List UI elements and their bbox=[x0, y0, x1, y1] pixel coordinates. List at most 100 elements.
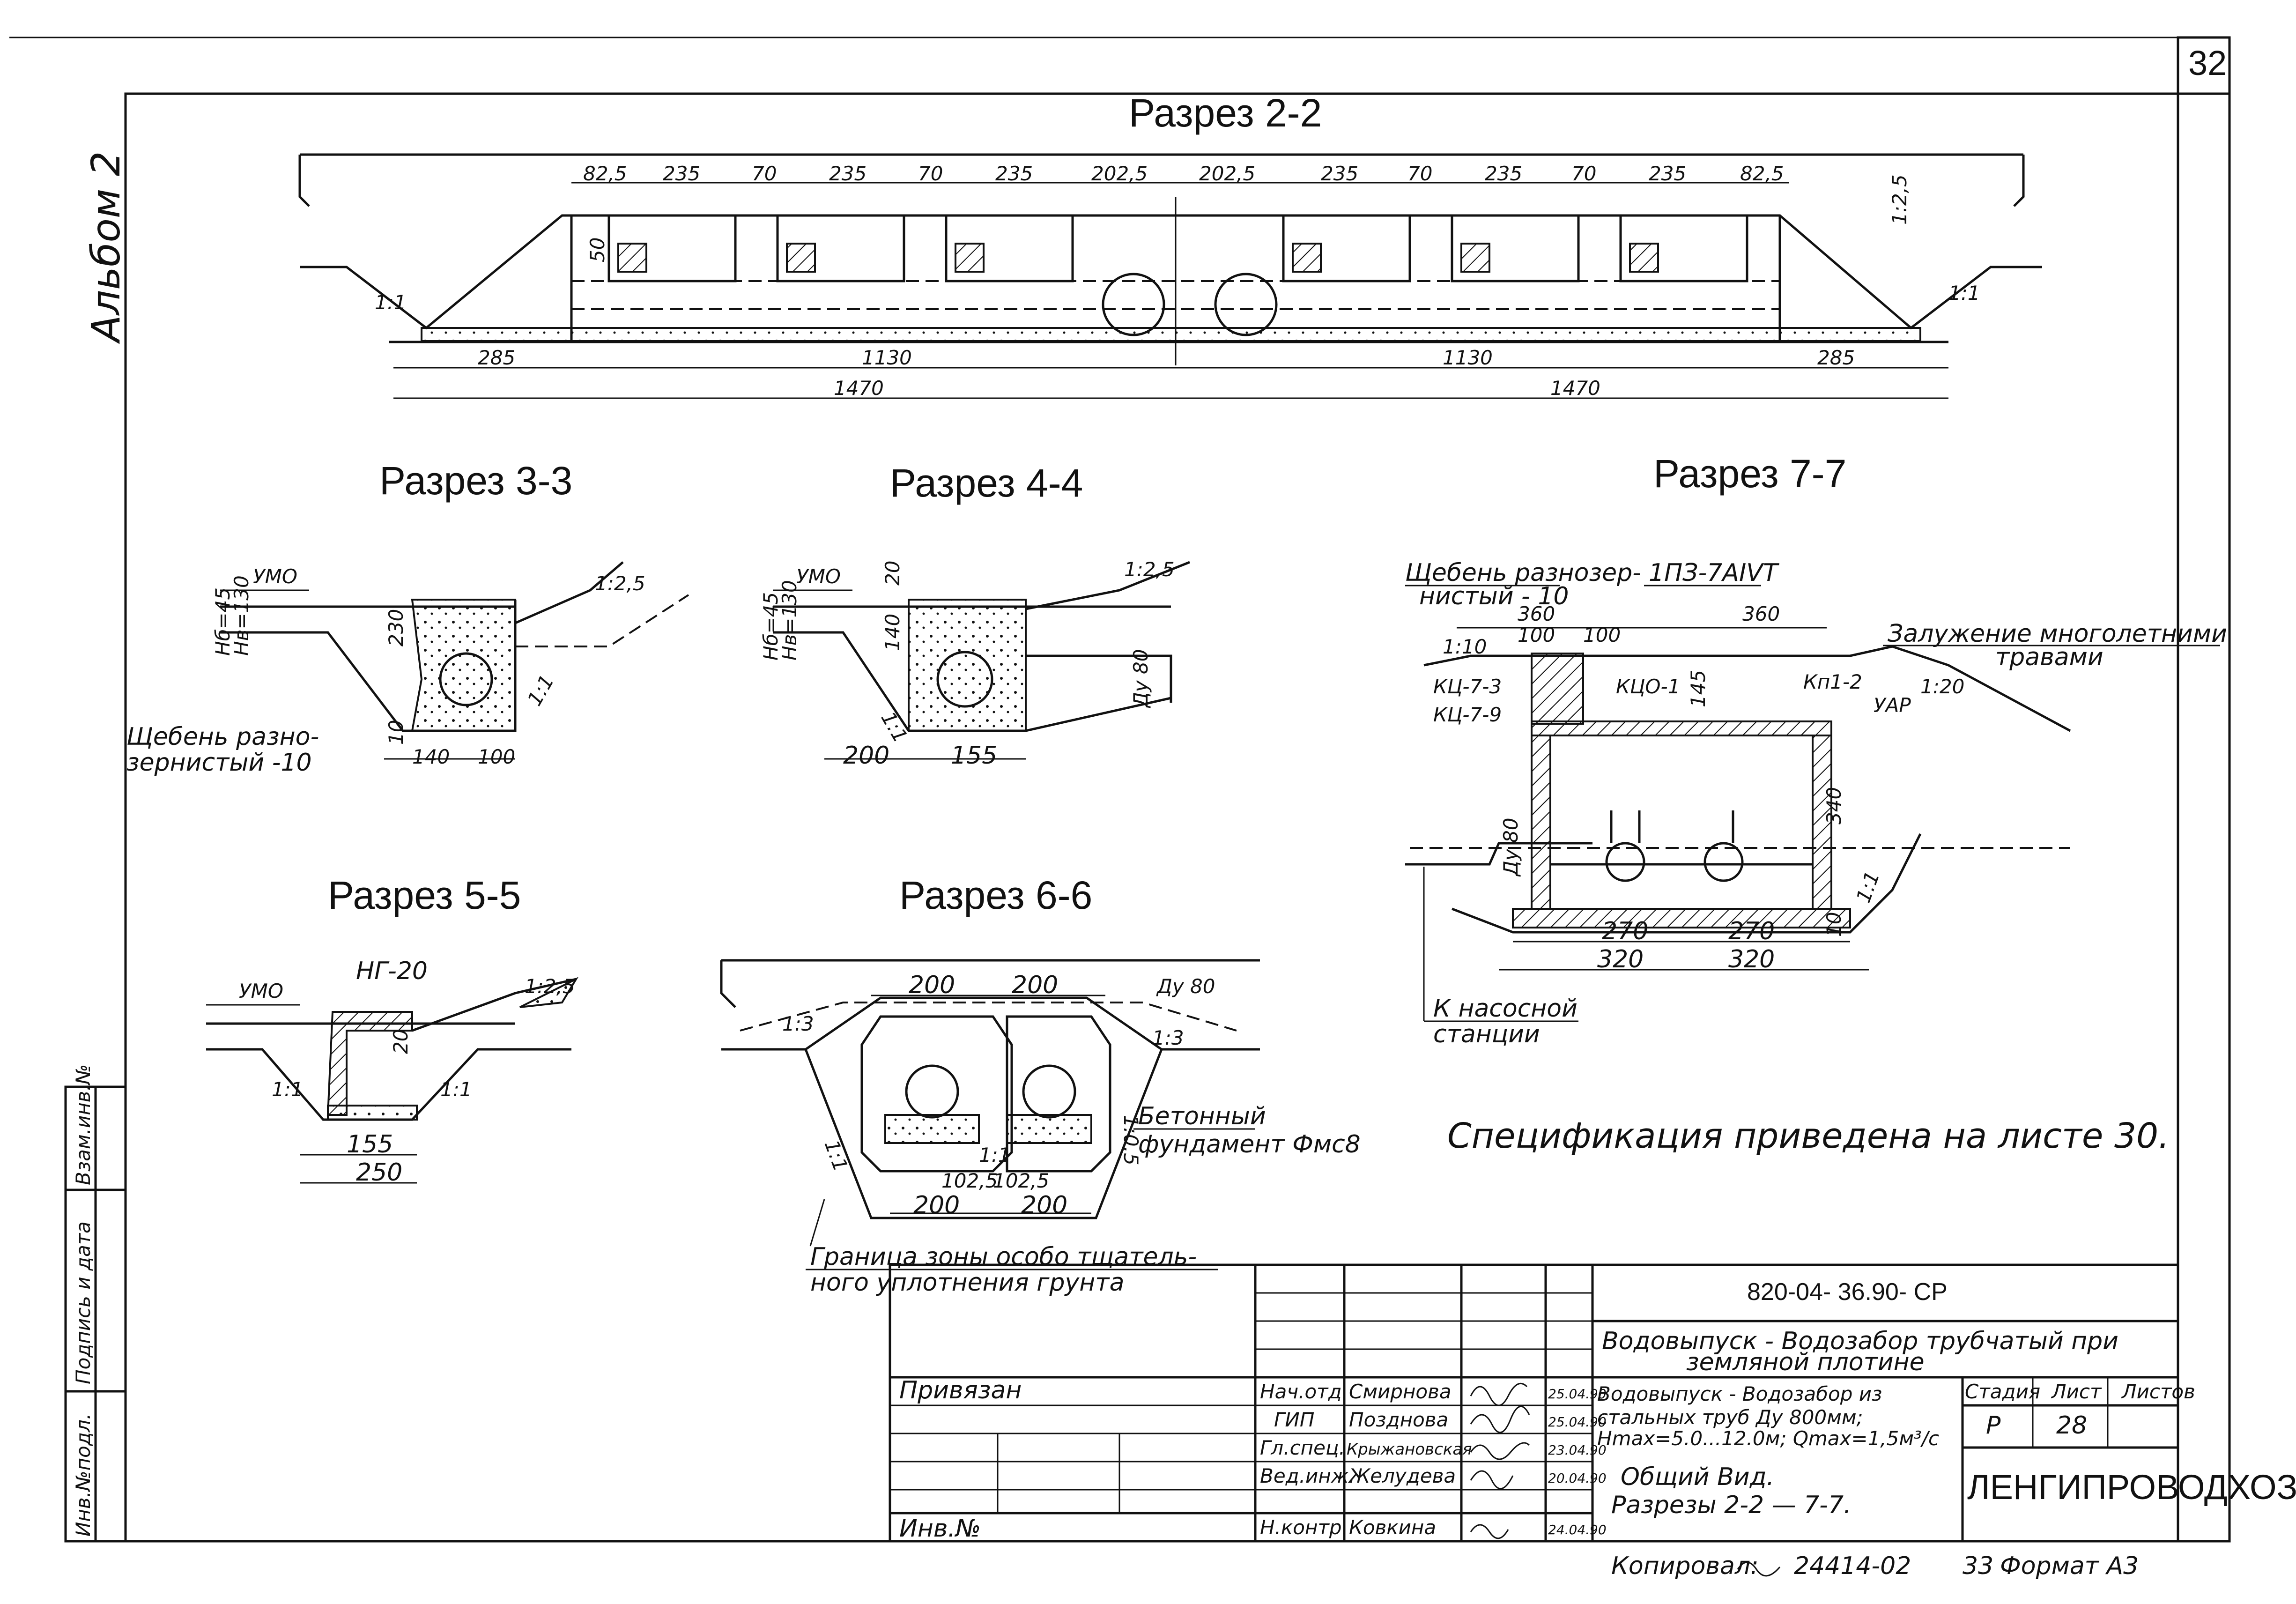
uad-label: УАР bbox=[1874, 694, 1911, 717]
date: 25.04.90 bbox=[1548, 1386, 1607, 1402]
date: 24.04.90 bbox=[1548, 1522, 1607, 1537]
dim-270-a: 270 bbox=[1602, 917, 1648, 945]
concrete-label-2: фундамент Фмс8 bbox=[1138, 1130, 1361, 1158]
dim: 82,5 bbox=[1740, 162, 1784, 185]
section-2-2-top-dimensions: 82,5 235 70 235 70 235 202,5 202,5 235 7… bbox=[583, 162, 1784, 185]
h130: Нв=130 bbox=[230, 575, 253, 656]
inv-label: Инв.№ bbox=[899, 1515, 981, 1543]
grass-label-2: травами bbox=[1995, 643, 2103, 671]
pump-label-2: станции bbox=[1433, 1020, 1540, 1048]
project-title-1: Водовыпуск - Водозабор трубчатый при bbox=[1602, 1327, 2118, 1355]
slope-1-1: 1:1 bbox=[876, 708, 912, 747]
section-3-3-title: Разрез 3-3 bbox=[379, 459, 572, 503]
stamp-signature-date: Подпись и дата bbox=[72, 1221, 95, 1384]
dim-1130-left: 1130 bbox=[862, 346, 912, 369]
slope-1-2-5: 1:2,5 bbox=[595, 572, 645, 595]
plate-label: 1ПЗ-7АIVТ bbox=[1649, 559, 1780, 587]
title-block: 820-04- 36.90- СР Водовыпуск - Водозабор… bbox=[889, 1263, 2296, 1543]
dim-360-b: 360 bbox=[1742, 602, 1780, 625]
dim-360-a: 360 bbox=[1518, 602, 1555, 625]
dim-270-b: 270 bbox=[1728, 917, 1775, 945]
section-2-2: Разрез 2-2 82,5 235 70 235 70 235 202,5 … bbox=[298, 91, 2042, 400]
dim-100-b: 100 bbox=[1583, 624, 1621, 646]
dim: 202,5 bbox=[1199, 162, 1255, 185]
dim-320-a: 320 bbox=[1597, 945, 1644, 973]
dim: 235 bbox=[663, 162, 700, 185]
slope-1-1-left: 1:1 bbox=[375, 291, 407, 314]
umo-label: УМО bbox=[253, 565, 297, 588]
dim-140: 140 bbox=[412, 745, 450, 768]
name: Желудева bbox=[1348, 1464, 1456, 1487]
grass-label: Залужение многолетними bbox=[1888, 620, 2227, 648]
sheets-label: Листов bbox=[2121, 1380, 2195, 1403]
name: Крыжановская bbox=[1347, 1440, 1472, 1459]
section-4-4-title: Разрез 4-4 bbox=[890, 461, 1083, 505]
slope-1-1-right: 1:1 bbox=[440, 1078, 472, 1101]
copied-number: 24414-02 bbox=[1794, 1552, 1911, 1580]
slope-1-2-5: 1:2,5 bbox=[1124, 558, 1175, 581]
zone-label-2: ного уплотнения грунта bbox=[810, 1269, 1124, 1297]
gravel-label-2: зернистый -10 bbox=[126, 749, 312, 777]
dim-10: 10 bbox=[1822, 912, 1845, 937]
role: Нач.отд. bbox=[1260, 1380, 1348, 1403]
umo-label: УМО bbox=[239, 980, 283, 1002]
h130: Нв=130 bbox=[778, 580, 801, 661]
dim-200-d: 200 bbox=[1021, 1191, 1067, 1219]
dim-50: 50 bbox=[586, 238, 609, 262]
slope-1-0-5: 1:0,5 bbox=[1119, 1115, 1142, 1166]
section-3-3: Разрез 3-3 УМО Нв=130 Нб=45 230 10 140 1… bbox=[126, 459, 689, 777]
dim-1470-left: 1470 bbox=[834, 377, 884, 400]
du-80: Ду 80 bbox=[1499, 818, 1522, 877]
name: Позднова bbox=[1349, 1408, 1448, 1431]
h45: Нб=45 bbox=[211, 587, 234, 656]
dim-285-right: 285 bbox=[1817, 346, 1855, 369]
dim-100-a: 100 bbox=[1518, 624, 1555, 646]
dim-100: 100 bbox=[478, 745, 515, 768]
du-80: Ду 80 bbox=[1129, 649, 1152, 708]
dim: 70 bbox=[918, 162, 943, 185]
dim: 82,5 bbox=[583, 162, 627, 185]
kco-1: КЦО-1 bbox=[1616, 675, 1680, 698]
section-7-7: Разрез 7-7 Щебень разнозер- нистый - 10 … bbox=[1405, 452, 2227, 1156]
dim: 235 bbox=[1485, 162, 1522, 185]
view-2: Разрезы 2-2 — 7-7. bbox=[1611, 1491, 1852, 1519]
format-label: Формат А3 bbox=[2000, 1552, 2139, 1580]
gravel-label-2: нистый - 10 bbox=[1419, 582, 1569, 610]
slope-1-3-right: 1:3 bbox=[1152, 1026, 1184, 1049]
org-name: ЛЕНГИПРОВОДХОЗ bbox=[1967, 1468, 2296, 1507]
dim-20: 20 bbox=[389, 1029, 412, 1054]
dim-285-left: 285 bbox=[478, 346, 515, 369]
bound-label: Привязан bbox=[899, 1376, 1022, 1404]
role: Гл.спец. bbox=[1260, 1436, 1345, 1459]
slope-1-2-5: 1:2,5 bbox=[525, 975, 575, 998]
concrete-label: Бетонный bbox=[1138, 1102, 1266, 1130]
desc-2: стальных труб Ду 800мм; bbox=[1597, 1406, 1863, 1429]
slope-1-1-b: 1:1 bbox=[979, 1144, 1011, 1166]
signature-rows: Нач.отд. Смирнова 25.04.90 ГИП Позднова … bbox=[1260, 1380, 1607, 1539]
dim: 235 bbox=[995, 162, 1033, 185]
kc-7-9: КЦ-7-9 bbox=[1433, 703, 1502, 726]
dim-140: 140 bbox=[881, 614, 904, 651]
dim: 70 bbox=[1571, 162, 1596, 185]
dim: 70 bbox=[752, 162, 777, 185]
umo-label: УМО bbox=[796, 565, 841, 588]
gravel-label: Щебень разнозер- bbox=[1405, 559, 1641, 587]
copied-label: Копировал: bbox=[1611, 1552, 1759, 1580]
desc-3: Hmax=5.0...12.0м; Qmax=1,5м³/с bbox=[1597, 1427, 1939, 1450]
desc-1: Водовыпуск - Водозабор из bbox=[1597, 1382, 1882, 1405]
slope-1-20: 1:20 bbox=[1920, 675, 1964, 698]
dim-200-b: 200 bbox=[1012, 971, 1058, 999]
slope-1-1-right: 1:1 bbox=[1948, 282, 1980, 304]
dim-200: 200 bbox=[843, 742, 889, 770]
dim-20: 20 bbox=[881, 561, 904, 586]
slope-1-1: 1:1 bbox=[1852, 868, 1884, 906]
stage-label: Стадия bbox=[1965, 1380, 2040, 1403]
dim-155: 155 bbox=[951, 742, 997, 770]
doc-code: 820-04- 36.90- СР bbox=[1747, 1278, 1948, 1306]
dim-102-5-b: 102,5 bbox=[993, 1169, 1049, 1192]
dim-145: 145 bbox=[1687, 670, 1710, 707]
slope-1-1-a: 1:1 bbox=[820, 1137, 852, 1174]
section-5-5: Разрез 5-5 УМО НГ-20 20 155 250 1:2,5 1:… bbox=[206, 873, 579, 1187]
copier-signature bbox=[1737, 1561, 1781, 1577]
dim-320-b: 320 bbox=[1728, 945, 1775, 973]
